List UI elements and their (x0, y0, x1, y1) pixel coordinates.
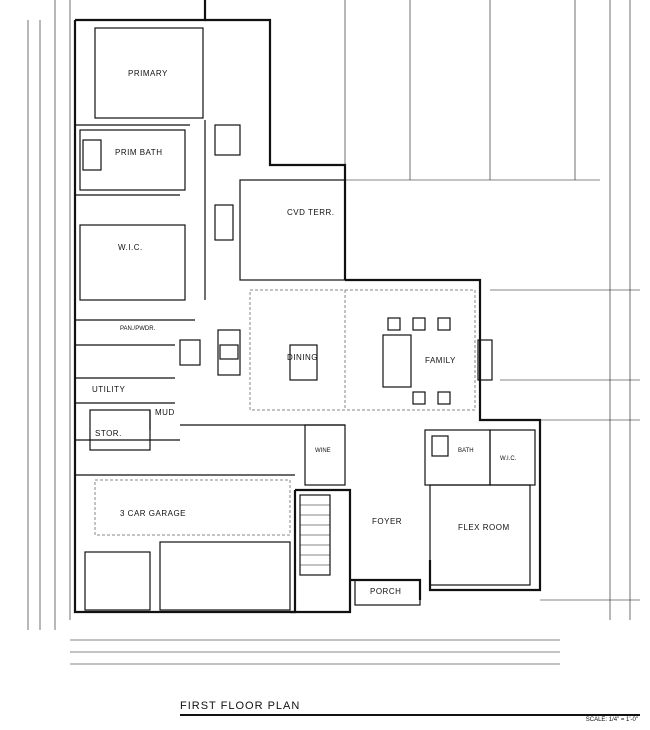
room-label-pan-pwdr: PAN./PWDR. (120, 326, 156, 332)
exterior-walls (73, 0, 542, 614)
room-label-wine: WINE (315, 448, 331, 454)
sheet-title-underline (180, 714, 640, 716)
room-label-flex-room: FLEX ROOM (458, 523, 510, 532)
room-label-family: FAMILY (425, 356, 456, 365)
room-label-bath: BATH (458, 448, 474, 454)
sheet-title: FIRST FLOOR PLAN (180, 700, 301, 712)
room-label-wic-primary: W.I.C. (118, 243, 143, 252)
room-label-prim-bath: PRIM BATH (115, 148, 162, 157)
room-label-porch: PORCH (370, 587, 401, 596)
room-label-cvd-terr: CVD TERR. (287, 208, 334, 217)
room-label-foyer: FOYER (372, 517, 402, 526)
room-label-wic-flex: W.I.C. (500, 456, 517, 462)
dimension-lines (27, 0, 640, 665)
ceiling-guides (94, 289, 476, 536)
interior-walls (75, 27, 536, 611)
room-label-garage: 3 CAR GARAGE (120, 509, 186, 518)
room-label-utility: UTILITY (92, 385, 125, 394)
room-label-dining: DINING (287, 353, 318, 362)
room-label-stor: STOR. (95, 429, 122, 438)
room-label-primary: PRIMARY (128, 69, 168, 78)
drawing-scale: SCALE: 1/4" = 1'-0" (585, 717, 638, 723)
room-label-mud: MUD (155, 408, 175, 417)
